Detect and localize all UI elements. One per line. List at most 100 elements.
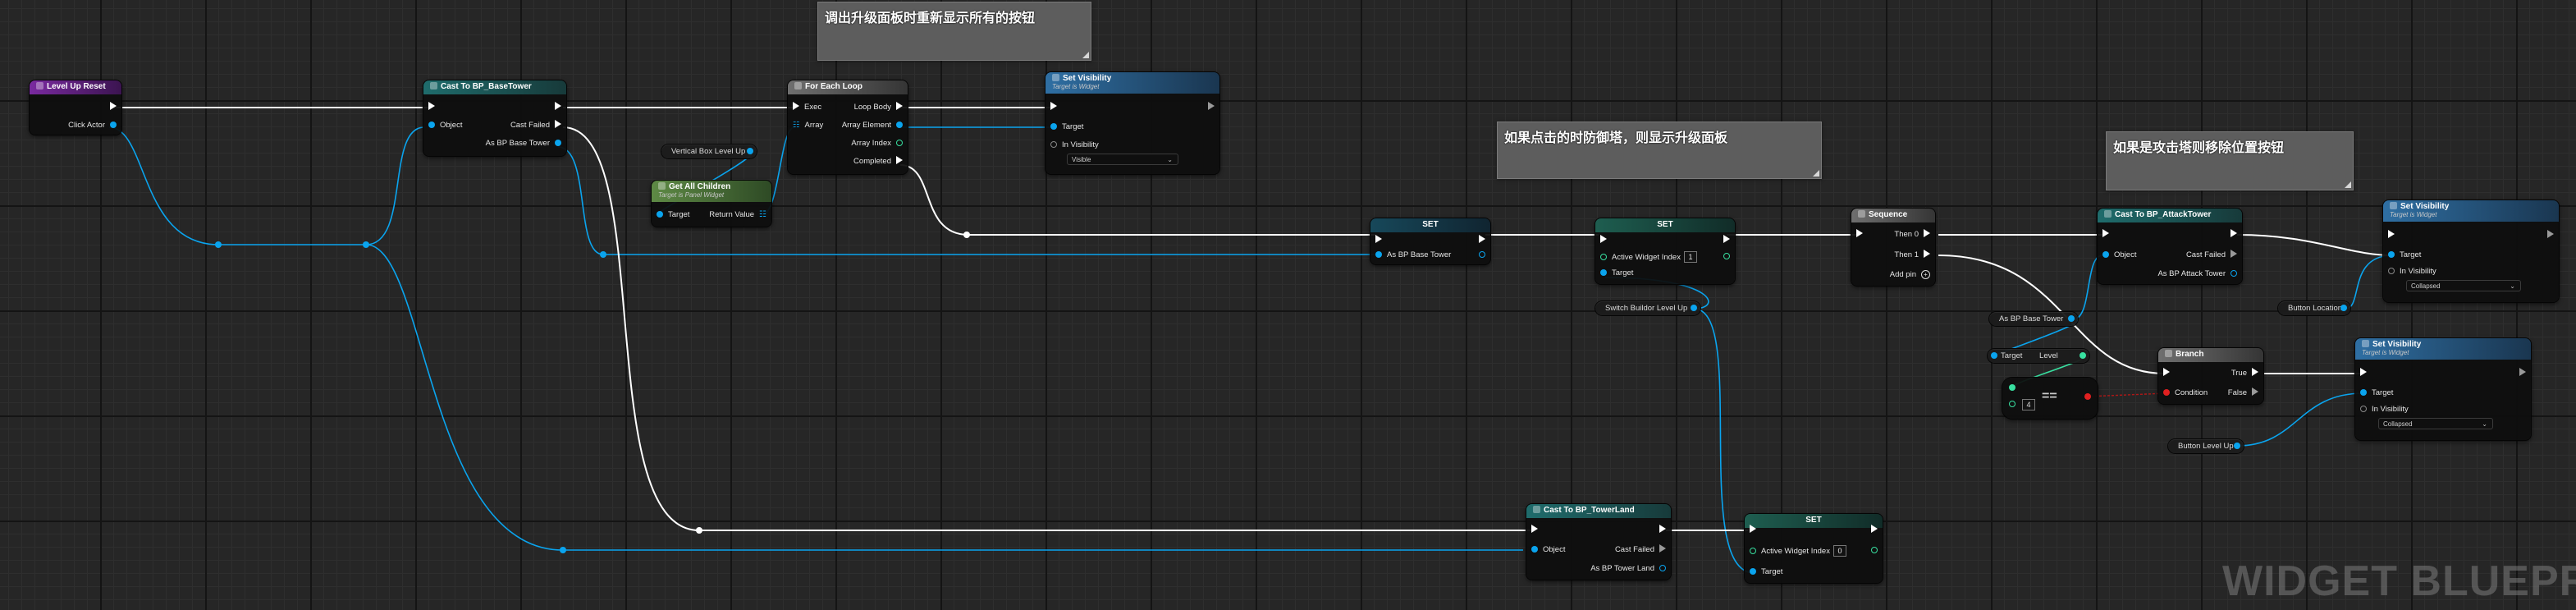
resize-grip-icon[interactable] [1813, 170, 1819, 177]
target-pin[interactable]: Target [2360, 388, 2393, 399]
exec-out-pin[interactable] [2519, 368, 2526, 379]
exec-in-pin[interactable] [1856, 229, 1863, 241]
then-0-pin[interactable]: Then 0 [1894, 229, 1930, 241]
comment-box[interactable]: 调出升级面板时重新显示所有的按钮 [817, 2, 1091, 61]
variable-button-location[interactable]: Button Location [2278, 301, 2350, 315]
reroute-knot[interactable] [696, 527, 702, 534]
return-value-pin[interactable]: Return Value☷ [709, 209, 766, 221]
variable-level-getter[interactable]: Target Level [1988, 349, 2089, 363]
exec-in-pin[interactable] [1375, 235, 1382, 246]
as-tower-land-pin[interactable]: As BP Tower Land [1590, 563, 1666, 575]
exec-out-pin[interactable] [1659, 525, 1666, 536]
exec-in-pin[interactable] [1531, 525, 1538, 536]
node-subtitle: Target is Widget [2362, 349, 2409, 356]
exec-out-pin[interactable] [555, 102, 561, 113]
exec-out-pin[interactable] [2547, 230, 2554, 241]
exec-out-pin[interactable] [2231, 229, 2237, 241]
exec-in-pin[interactable] [2102, 229, 2109, 241]
active-widget-index-out-pin[interactable] [1723, 251, 1730, 263]
resize-grip-icon[interactable] [2345, 181, 2351, 188]
exec-in-pin[interactable] [2388, 230, 2395, 241]
loop-body-pin[interactable]: Loop Body [854, 102, 903, 113]
array-pin[interactable]: ☷Array [793, 120, 823, 131]
variable-vertical-box-level-up[interactable]: Vertical Box Level Up [661, 144, 757, 158]
then-1-pin[interactable]: Then 1 [1894, 250, 1930, 261]
resize-grip-icon[interactable] [1082, 52, 1089, 58]
exec-in-pin[interactable]: Exec [793, 102, 821, 113]
click-actor-pin[interactable]: Click Actor [68, 120, 117, 131]
exec-out-pin[interactable] [110, 102, 117, 113]
object-pin-icon [2360, 389, 2367, 396]
exec-out-pin[interactable] [1208, 102, 1215, 113]
cast-node-tower-land[interactable]: Cast To BP_TowerLand Object Cast Failed … [1526, 504, 1671, 580]
exec-in-pin[interactable] [428, 102, 435, 113]
sequence-node[interactable]: Sequence Then 0 Then 1 Add pin+ [1851, 209, 1935, 286]
array-index-pin[interactable]: Array Index [851, 138, 903, 149]
condition-pin[interactable]: Condition [2163, 388, 2208, 399]
event-node-level-up-reset[interactable]: Level Up Reset Click Actor [30, 80, 121, 135]
comment-box[interactable]: 如果是攻击塔则移除位置按钮 [2106, 131, 2354, 190]
target-pin[interactable]: Target [1600, 268, 1633, 279]
cast-node-base-tower[interactable]: Cast To BP_BaseTower Object Cast Failed … [423, 80, 566, 156]
pin-label: Array [804, 121, 824, 130]
exec-in-pin[interactable] [1050, 102, 1057, 113]
exec-out-pin[interactable] [1479, 235, 1485, 246]
compare-value-field[interactable]: 4 [2022, 399, 2035, 410]
cast-failed-pin[interactable]: Cast Failed [2186, 250, 2237, 261]
target-pin[interactable]: Target [1050, 122, 1083, 133]
compare-node-equal[interactable]: 4 == [2002, 378, 2098, 419]
exec-in-pin[interactable] [2360, 368, 2367, 379]
target-pin[interactable]: Target [2388, 250, 2421, 261]
exec-in-pin[interactable] [2163, 368, 2170, 379]
variable-as-bp-base-tower[interactable]: As BP Base Tower [1989, 312, 2078, 326]
target-pin[interactable]: Target [1750, 566, 1782, 578]
exec-in-pin[interactable] [1750, 525, 1756, 536]
set-node-as-base-tower[interactable]: SET As BP Base Tower [1370, 218, 1490, 264]
reroute-knot[interactable] [963, 232, 970, 238]
completed-pin[interactable]: Completed [853, 156, 903, 167]
exec-out-pin[interactable] [1871, 525, 1878, 536]
array-element-pin[interactable]: Array Element [842, 120, 903, 131]
reroute-knot[interactable] [363, 241, 369, 248]
cast-failed-pin[interactable]: Cast Failed [1615, 544, 1666, 556]
visibility-dropdown[interactable]: Collapsed⌄ [2378, 418, 2493, 429]
true-pin[interactable]: True [2231, 368, 2258, 379]
as-base-tower-out-pin[interactable] [1479, 250, 1485, 261]
node-subtitle: Target is Panel Widget [658, 191, 725, 199]
cast-node-attack-tower[interactable]: Cast To BP_AttackTower Object Cast Faile… [2098, 209, 2242, 284]
reroute-knot[interactable] [600, 251, 606, 258]
comment-box[interactable]: 如果点击的时防御塔，则显示升级面板 [1497, 122, 1822, 179]
as-base-tower-pin[interactable]: As BP Base Tower [486, 138, 561, 149]
active-widget-index-out-pin[interactable] [1871, 545, 1878, 557]
reroute-knot[interactable] [560, 547, 566, 553]
object-pin[interactable]: Object [1531, 544, 1565, 556]
visibility-dropdown[interactable]: Visible⌄ [1067, 154, 1178, 165]
object-pin[interactable]: Object [2102, 250, 2136, 261]
visibility-dropdown[interactable]: Collapsed⌄ [2406, 280, 2521, 291]
cast-failed-pin[interactable]: Cast Failed [510, 120, 561, 131]
branch-node[interactable]: Branch True Condition False [2158, 348, 2263, 404]
reroute-knot[interactable] [215, 241, 222, 248]
false-pin[interactable]: False [2228, 388, 2258, 399]
variable-switch-buildor-level-up[interactable]: Switch Buildor Level Up [1595, 301, 1700, 315]
as-base-tower-in-pin[interactable]: As BP Base Tower [1375, 250, 1451, 261]
exec-out-pin[interactable] [1723, 235, 1730, 246]
pin-label: Target [1612, 268, 1634, 277]
index-value-field[interactable]: 0 [1832, 545, 1846, 557]
object-pin[interactable]: Object [428, 120, 462, 131]
exec-in-pin[interactable] [1600, 235, 1607, 246]
as-attack-tower-pin[interactable]: As BP Attack Tower [2157, 268, 2237, 280]
macro-node-for-each-loop[interactable]: For Each Loop Exec ☷Array Loop Body Arra… [788, 80, 908, 174]
target-pin[interactable]: Target [657, 209, 689, 221]
index-value-field[interactable]: 1 [1683, 251, 1697, 263]
add-pin-button[interactable]: Add pin+ [1890, 269, 1930, 281]
variable-button-level-up[interactable]: Button Level Up [2168, 439, 2244, 453]
